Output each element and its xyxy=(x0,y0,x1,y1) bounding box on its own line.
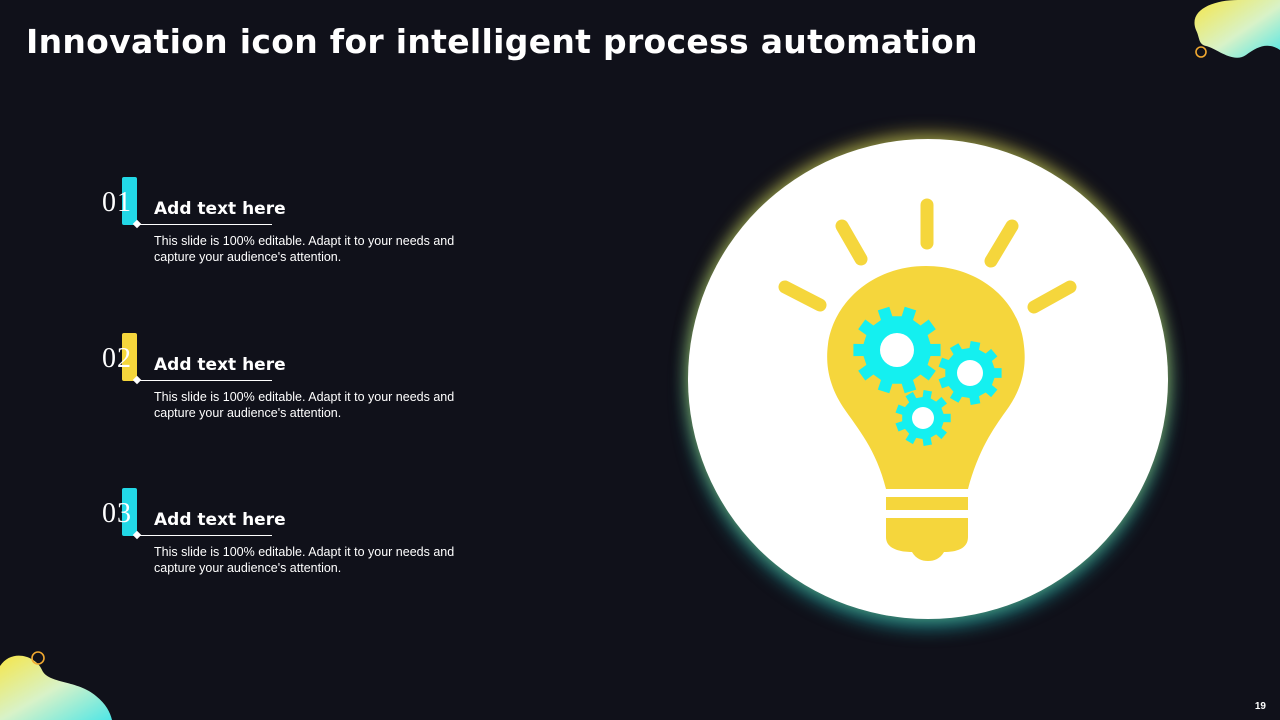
gear-hole xyxy=(880,333,914,367)
list-item-3: 03 Add text here This slide is 100% edit… xyxy=(100,488,480,598)
item-number: 02 xyxy=(102,343,132,374)
divider-line xyxy=(137,380,272,381)
divider-dot xyxy=(132,219,142,229)
item-heading: Add text here xyxy=(154,199,286,219)
divider-line xyxy=(137,224,272,225)
divider-dot xyxy=(132,375,142,385)
item-body: This slide is 100% editable. Adapt it to… xyxy=(154,234,455,264)
gear-hole xyxy=(957,360,983,386)
divider-line xyxy=(137,535,272,536)
bulb-illustration xyxy=(688,139,1168,619)
item-number: 01 xyxy=(102,187,132,218)
lightbulb-icon xyxy=(778,198,1077,561)
light-rays xyxy=(778,198,1077,314)
gear-hole xyxy=(912,407,934,429)
number-accent-bar xyxy=(122,488,137,536)
bulb-base xyxy=(886,518,968,561)
number-accent-bar xyxy=(122,333,137,381)
page-number: 19 xyxy=(1254,701,1266,712)
list-item-2: 02 Add text here This slide is 100% edit… xyxy=(100,333,480,443)
item-heading: Add text here xyxy=(154,355,286,375)
decorative-blob-bottom xyxy=(0,651,112,720)
list-item-1: 01 Add text here This slide is 100% edit… xyxy=(100,177,480,287)
number-accent-bar xyxy=(122,177,137,225)
slide-title: Innovation icon for intelligent process … xyxy=(26,22,978,61)
item-number: 03 xyxy=(102,498,132,529)
bulb-base-ring xyxy=(886,497,968,510)
gears xyxy=(853,306,1002,446)
decorative-blob-top xyxy=(1194,0,1280,58)
item-body: This slide is 100% editable. Adapt it to… xyxy=(154,390,455,420)
divider-dot xyxy=(132,530,142,540)
item-heading: Add text here xyxy=(154,510,286,530)
item-body: This slide is 100% editable. Adapt it to… xyxy=(154,545,455,575)
